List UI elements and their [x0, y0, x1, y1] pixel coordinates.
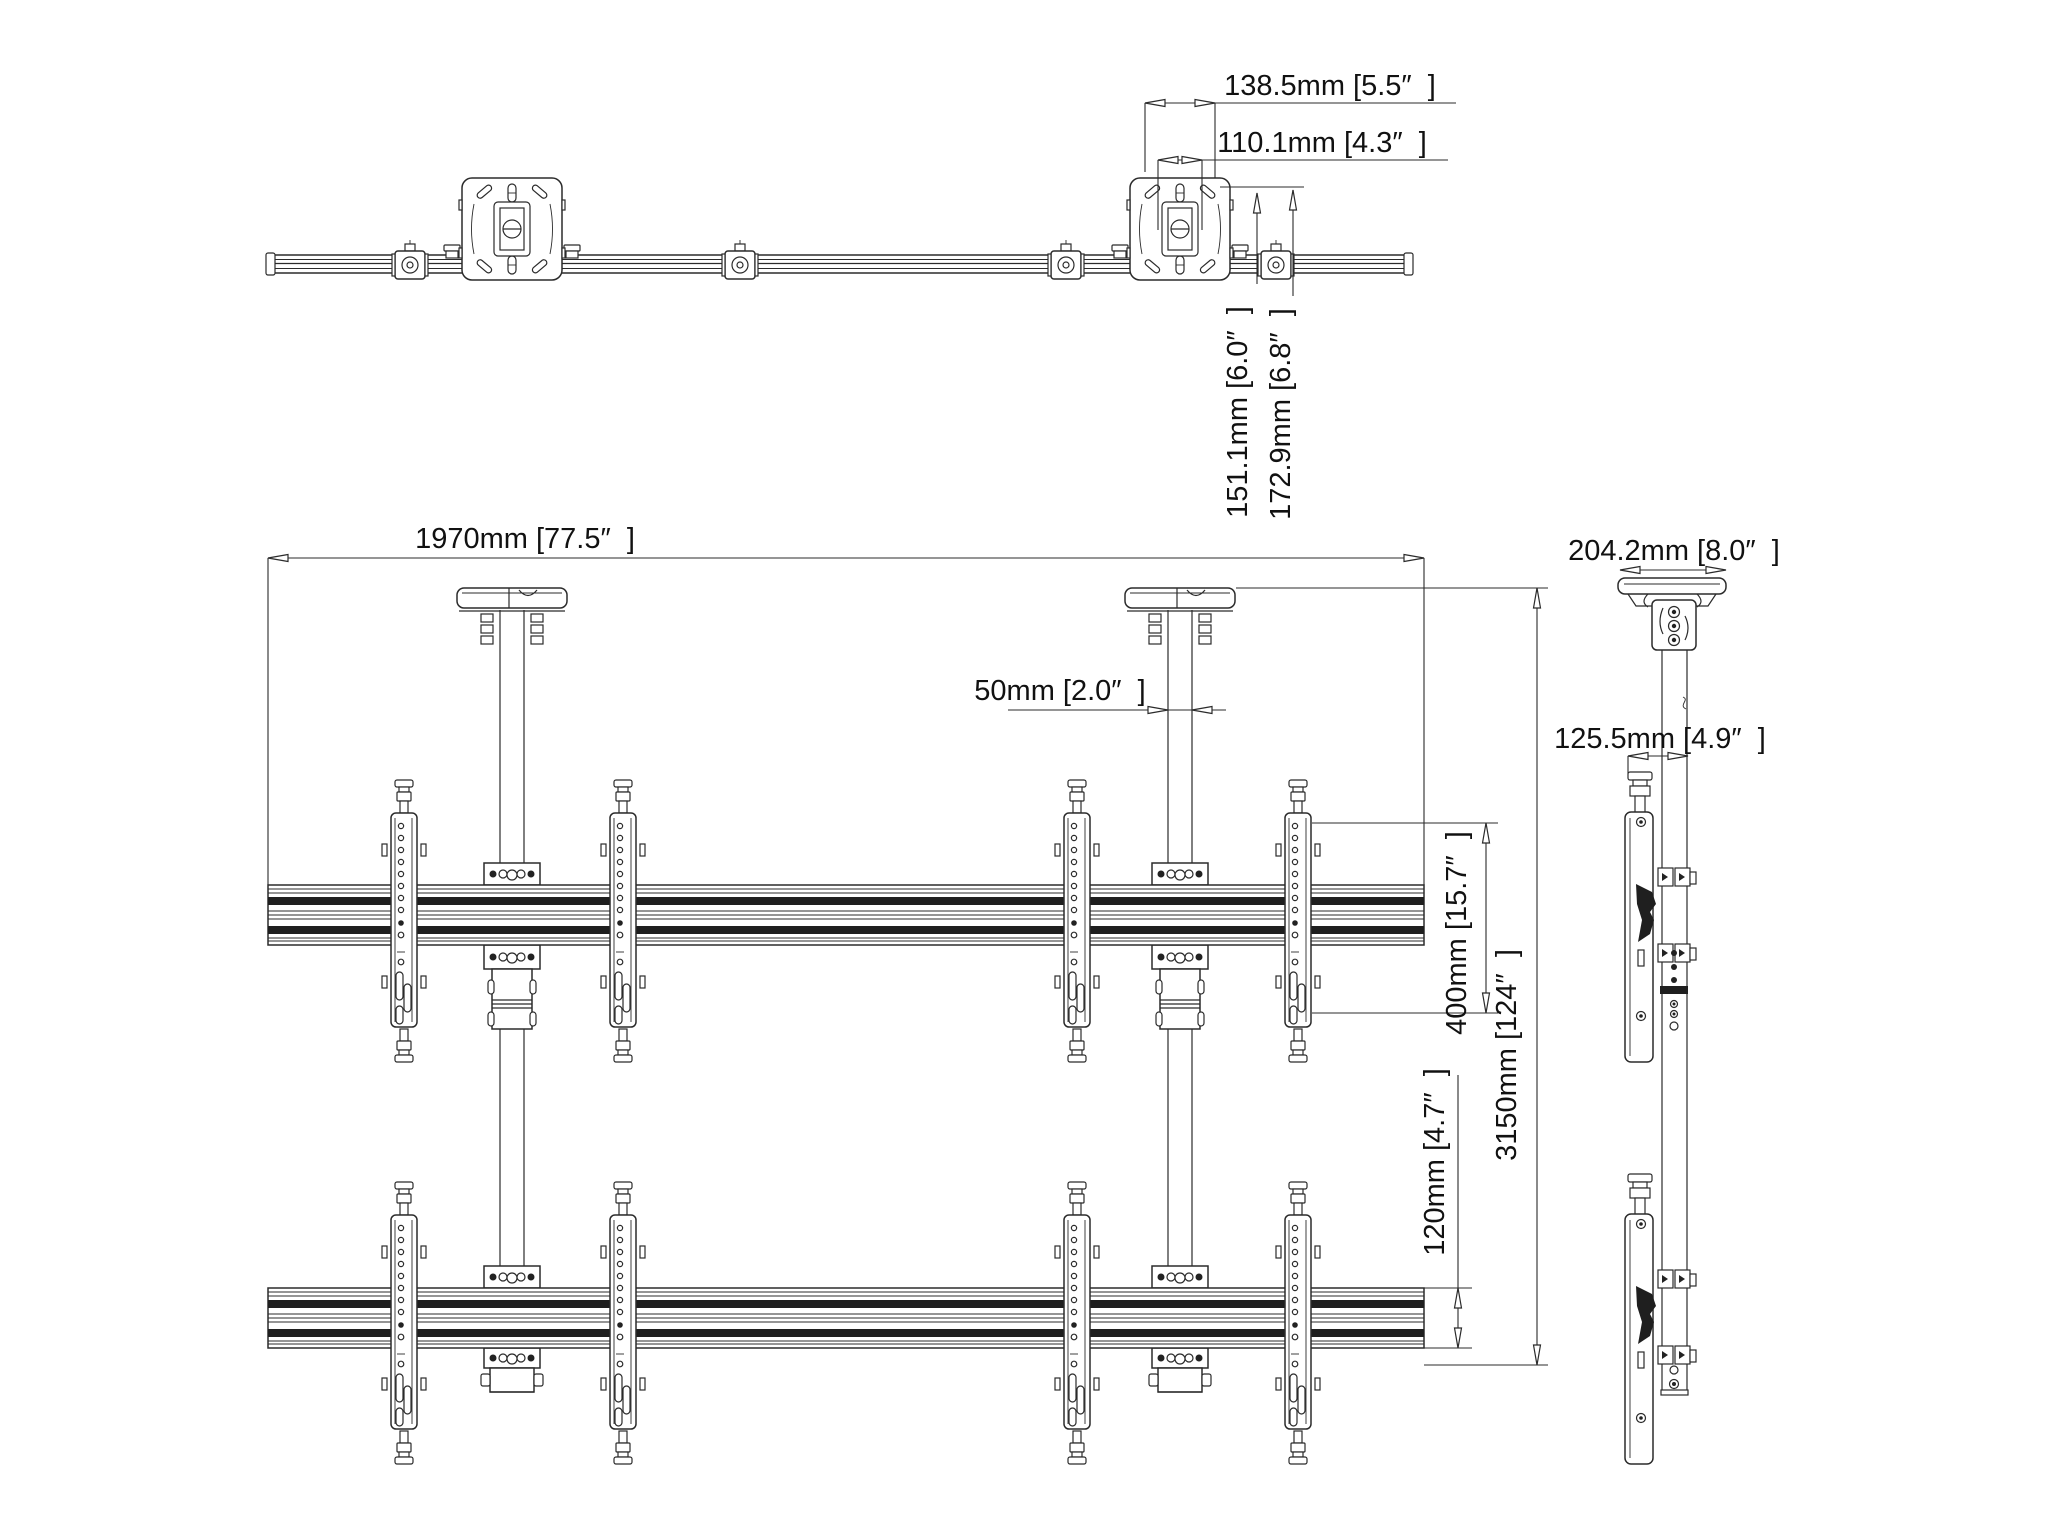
side-ceiling-plate	[1617, 577, 1727, 608]
dim-label-rail-profile-height: 120mm [4.7″ ]	[1419, 1068, 1451, 1256]
dim-label-bracket-assembly-depth: 125.5mm [4.9″ ]	[1554, 723, 1766, 755]
rail-bracket-top-1	[443, 244, 461, 259]
rail-clamp-top-2	[721, 239, 759, 280]
side-lower-bracket-detail	[1660, 1365, 1689, 1396]
dim-label-plate-total-depth: 172.9mm [6.8″ ]	[1265, 308, 1297, 520]
side-plate-width-dimension: 204.2mm [8.0″ ]	[1568, 535, 1780, 575]
upper-display-rail	[267, 884, 1425, 946]
side-view: 204.2mm [8.0″ ] 125.5mm [4.9″ ]	[1554, 535, 1780, 1465]
rail-clamp-top-3	[1047, 239, 1085, 280]
vesa-height-dimension: 400mm [15.7″ ]	[1312, 822, 1498, 1035]
pole-width-dimension: 50mm [2.0″ ]	[974, 675, 1226, 715]
rail-bracket-top-4	[1231, 244, 1249, 259]
dim-label-ceiling-plate-side-width: 204.2mm [8.0″ ]	[1568, 535, 1780, 567]
dim-label-rail-length: 1970mm [77.5″ ]	[415, 523, 635, 555]
rail-bracket-top-3	[1111, 244, 1129, 259]
ceiling-plate-top-left	[458, 177, 566, 281]
drop-pole-left	[480, 645, 544, 1393]
side-pole	[1661, 648, 1688, 1390]
side-upper-bracket	[1624, 771, 1697, 1063]
side-bracket-depth-dimension: 125.5mm [4.9″ ]	[1554, 723, 1766, 774]
front-width-dimension: 1970mm [77.5″ ]	[267, 523, 1425, 885]
top-view: 138.5mm [5.5″ ] 110.1mm [4.3″ ] 151.1mm …	[265, 70, 1456, 520]
rail-clamp-top-4	[1257, 239, 1295, 280]
lower-display-rail	[267, 1287, 1425, 1349]
ceiling-plate-front-left	[456, 587, 568, 647]
dim-label-bolt-spacing-width: 138.5mm [5.5″ ]	[1224, 70, 1436, 102]
dim-label-vesa-column-height: 400mm [15.7″ ]	[1441, 831, 1473, 1035]
ceiling-plate-top-right	[1126, 177, 1234, 281]
dim-label-plate-depth-to-rail: 151.1mm [6.0″ ]	[1222, 306, 1254, 518]
rail-clamp-top-1	[391, 239, 429, 280]
overall-height-dimension: 3150mm [124″ ]	[1236, 587, 1548, 1366]
dim-label-inner-hole-spacing: 110.1mm [4.3″ ]	[1217, 127, 1427, 159]
dim-label-pole-width: 50mm [2.0″ ]	[974, 675, 1145, 707]
side-upper-bracket-detail	[1660, 950, 1688, 1031]
drop-pole-right	[1148, 645, 1212, 1393]
ceiling-plate-front-right	[1124, 587, 1236, 647]
top-view-dimensions: 138.5mm [5.5″ ] 110.1mm [4.3″ ] 151.1mm …	[1144, 70, 1456, 520]
dim-label-overall-height: 3150mm [124″ ]	[1491, 949, 1523, 1161]
rail-bracket-top-2	[563, 244, 581, 259]
side-swivel-bracket	[1651, 599, 1697, 651]
front-view: 1970mm [77.5″ ] 50mm [2.0″ ]	[267, 523, 1548, 1465]
rail-height-dimension: 120mm [4.7″ ]	[1419, 1068, 1472, 1349]
side-lower-bracket	[1624, 1173, 1697, 1465]
